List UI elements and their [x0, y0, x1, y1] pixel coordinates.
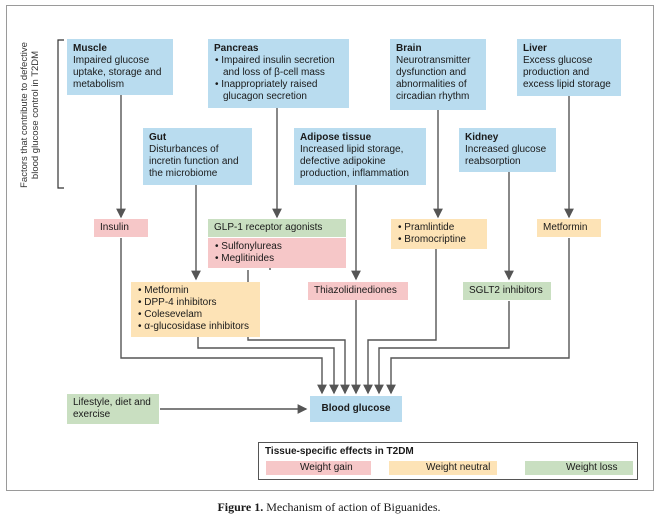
pramlintide-box: Pramlintide Bromocriptine — [391, 219, 487, 249]
muscle-text: Impaired glucose uptake, storage and met… — [73, 55, 162, 90]
kidney-text: Increased glucose reabsorption — [465, 144, 547, 167]
brain-text: Neurotransmitter dysfunction and abnorma… — [396, 55, 471, 102]
tzd-box: Thiazolidinediones — [308, 282, 408, 300]
side-label-text: Factors that contribute to defective blo… — [19, 42, 41, 188]
tzd-label: Thiazolidinediones — [314, 285, 397, 296]
insulin-box: Insulin — [94, 219, 148, 237]
metformin-liver-label: Metformin — [543, 222, 588, 233]
pancreas-title: Pancreas — [214, 43, 259, 54]
glp1-box: GLP-1 receptor agonists — [208, 219, 346, 237]
bromocriptine-item: Bromocriptine — [404, 234, 481, 246]
adipose-title: Adipose tissue — [300, 132, 372, 143]
legend-neutral-label: Weight neutral — [426, 462, 491, 473]
blood-glucose-label: Blood glucose — [321, 403, 391, 414]
metformin-liver-box: Metformin — [537, 219, 601, 237]
gut-drugs-box: Metformin DPP-4 inhibitors Colesevelam α… — [131, 282, 260, 337]
legend-weight-gain: Weight gain — [266, 461, 371, 475]
adipose-box: Adipose tissue Increased lipid storage, … — [294, 128, 426, 185]
blood-glucose-box: Blood glucose — [310, 396, 402, 422]
caption-text: Mechanism of action of Biguanides. — [263, 500, 441, 514]
side-label: Factors that contribute to defective blo… — [12, 40, 48, 190]
sulfonylurea-box: Sulfonylureas Meglitinides — [208, 238, 346, 268]
gut-text: Disturbances of incretin function and th… — [149, 144, 239, 179]
sglt2-label: SGLT2 inhibitors — [469, 285, 543, 296]
legend-loss-label: Weight loss — [566, 462, 618, 473]
caption-label: Figure 1. — [217, 500, 264, 514]
gut-drug-item: α-glucosidase inhibitors — [144, 321, 254, 333]
liver-title: Liver — [523, 43, 547, 54]
liver-text: Excess glucose production and excess lip… — [523, 55, 611, 90]
legend: Tissue-specific effects in T2DM Weight g… — [258, 442, 638, 480]
brain-title: Brain — [396, 43, 422, 54]
pramlintide-item: Pramlintide — [404, 222, 481, 234]
kidney-box: Kidney Increased glucose reabsorption — [459, 128, 556, 172]
figure-caption: Figure 1. Mechanism of action of Biguani… — [0, 500, 658, 515]
legend-gain-label: Weight gain — [300, 462, 353, 473]
legend-weight-loss: Weight loss — [525, 461, 633, 475]
kidney-title: Kidney — [465, 132, 499, 143]
lifestyle-box: Lifestyle, diet and exercise — [67, 394, 159, 424]
sglt2-box: SGLT2 inhibitors — [463, 282, 551, 300]
muscle-box: Muscle Impaired glucose uptake, storage … — [67, 39, 173, 95]
gut-drug-item: Colesevelam — [144, 309, 254, 321]
gut-title: Gut — [149, 132, 167, 143]
adipose-text: Increased lipid storage, defective adipo… — [300, 144, 409, 179]
gut-box: Gut Disturbances of incretin function an… — [143, 128, 252, 185]
pancreas-item: Inappropriately raised glucagon secretio… — [221, 79, 343, 103]
insulin-label: Insulin — [100, 222, 129, 233]
brain-box: Brain Neurotransmitter dysfunction and a… — [390, 39, 486, 110]
liver-box: Liver Excess glucose production and exce… — [517, 39, 621, 96]
legend-weight-neutral: Weight neutral — [389, 461, 497, 475]
legend-title: Tissue-specific effects in T2DM — [265, 446, 414, 457]
sulfonylurea-item: Sulfonylureas — [221, 241, 340, 253]
muscle-title: Muscle — [73, 43, 107, 54]
pancreas-box: Pancreas Impaired insulin secretion and … — [208, 39, 349, 108]
meglitinide-item: Meglitinides — [221, 253, 340, 265]
gut-drug-item: Metformin — [144, 285, 254, 297]
pancreas-item: Impaired insulin secretion and loss of β… — [221, 55, 343, 79]
glp1-label: GLP-1 receptor agonists — [214, 222, 323, 233]
lifestyle-label: Lifestyle, diet and exercise — [73, 397, 151, 420]
gut-drug-item: DPP-4 inhibitors — [144, 297, 254, 309]
